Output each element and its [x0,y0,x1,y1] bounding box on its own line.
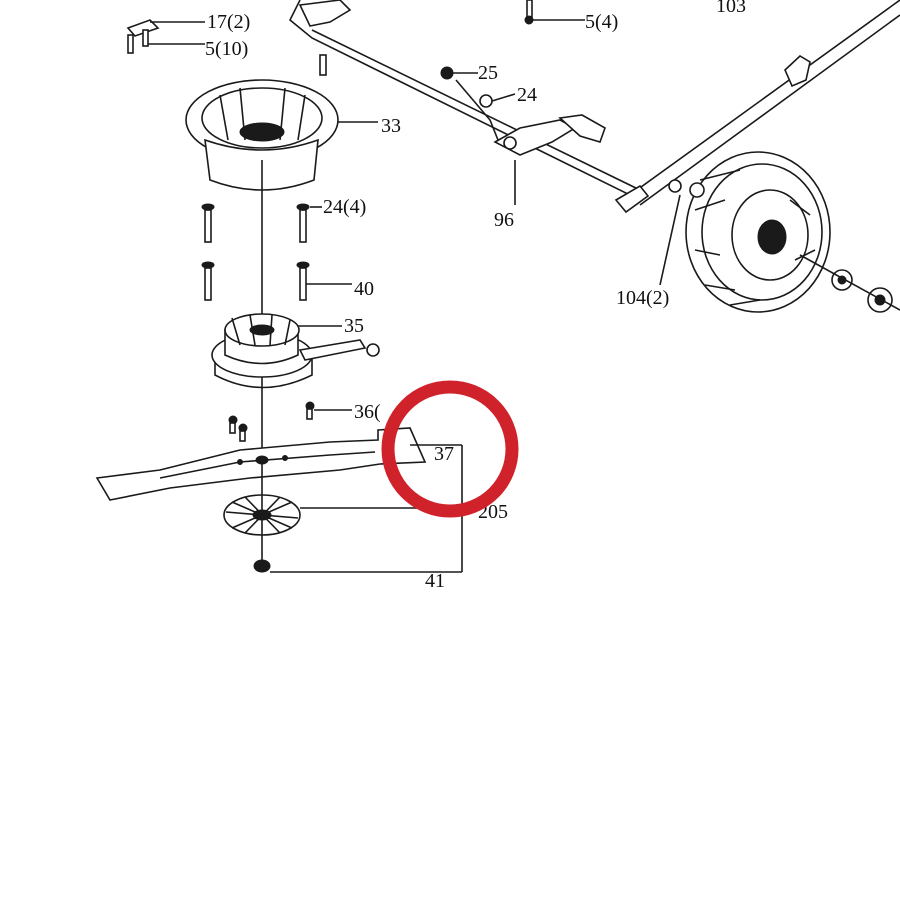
screws-24-40 [201,203,352,301]
fan-205 [223,494,478,560]
motor-housing-33 [185,79,378,320]
label-5-10: 5(10) [205,38,248,60]
top-bolts [126,0,585,141]
motor-35 [211,313,380,450]
label-24-4: 24(4) [323,196,366,218]
blade-37 [95,427,427,501]
label-40: 40 [354,278,374,300]
label-104: 104(2) [616,287,669,309]
label-33: 33 [381,115,401,137]
label-36: 36( [354,401,381,423]
label-103: 103 [716,0,746,17]
wheel-assembly [659,151,900,313]
label-24: 24 [517,84,537,106]
label-41: 41 [425,570,445,592]
label-17: 17(2) [207,11,250,33]
label-96: 96 [494,209,514,231]
bracket-96 [493,114,606,205]
label-35: 35 [344,315,364,337]
screws-36 [228,401,352,442]
label-25: 25 [478,62,498,84]
label-5-4: 5(4) [585,11,618,33]
handle-frame [288,0,900,214]
highlight-circle [381,380,519,518]
label-37: 37 [434,443,454,465]
